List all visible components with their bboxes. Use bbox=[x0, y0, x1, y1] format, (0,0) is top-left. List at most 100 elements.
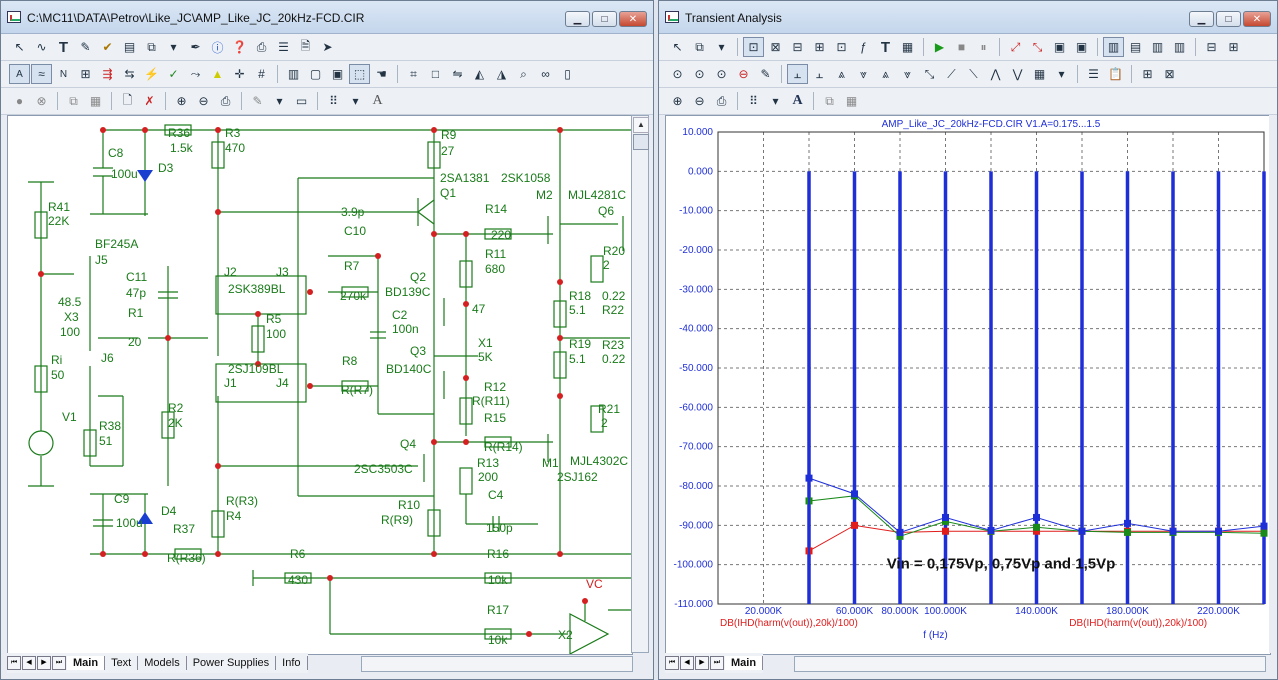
schematic-label[interactable]: R18 bbox=[569, 289, 592, 303]
schematic-label[interactable]: C8 bbox=[108, 146, 124, 160]
schematic-label[interactable]: X3 bbox=[64, 310, 79, 324]
text-icon[interactable]: T bbox=[880, 38, 891, 56]
schematic-label[interactable]: 2SJ109BL bbox=[228, 362, 284, 376]
schematic-label[interactable]: R3 bbox=[225, 126, 241, 140]
panel-icon-2[interactable]: ▤ bbox=[1129, 40, 1142, 54]
schematic-label[interactable]: 1.5k bbox=[170, 141, 193, 155]
tab-info[interactable]: Info bbox=[276, 656, 308, 670]
pause-icon[interactable]: ⏸ bbox=[980, 39, 987, 54]
schematic-label[interactable]: R(R3) bbox=[226, 494, 258, 508]
stop-icon[interactable]: ■ bbox=[957, 40, 966, 54]
schematic-label[interactable]: 22K bbox=[48, 214, 70, 228]
zoom-in-icon[interactable]: ⊕ bbox=[672, 94, 683, 108]
schematic-label[interactable]: 2SK1058 bbox=[501, 171, 551, 185]
mirror-icon-2[interactable]: ◮ bbox=[496, 67, 507, 81]
schematic-label[interactable]: D3 bbox=[158, 161, 174, 175]
document-icon[interactable]: 🗎 bbox=[300, 38, 311, 53]
schematic-label[interactable]: 48.5 bbox=[58, 295, 82, 309]
bottom-icon[interactable]: ⋁ bbox=[1012, 67, 1023, 81]
schematic-label[interactable]: 100 bbox=[60, 325, 81, 339]
schematic-label[interactable]: R10 bbox=[398, 498, 421, 512]
schematic-label[interactable]: R8 bbox=[342, 354, 358, 368]
schematic-label[interactable]: C4 bbox=[488, 488, 504, 502]
schematic-label[interactable]: J5 bbox=[95, 253, 108, 267]
zoom-x-icon[interactable]: ⊙ bbox=[694, 67, 705, 81]
schematic-horizontal-scrollbar[interactable] bbox=[361, 656, 633, 672]
pen-icon-2[interactable]: ✎ bbox=[252, 94, 263, 108]
scale-icon-2[interactable]: ⊠ bbox=[770, 40, 781, 54]
schematic-label[interactable]: R15 bbox=[484, 411, 507, 425]
schematic-label[interactable]: J3 bbox=[276, 265, 289, 279]
new-icon[interactable]: 🗋 bbox=[122, 92, 133, 107]
panel-icon-3[interactable]: ▥ bbox=[1151, 40, 1164, 54]
schematic-label[interactable]: BD139C bbox=[385, 285, 431, 299]
analysis-minimize-button[interactable]: ▁ bbox=[1189, 11, 1214, 27]
component-icon[interactable]: ⊞ bbox=[80, 67, 91, 81]
schematic-label[interactable]: 100n bbox=[392, 322, 419, 336]
copy-icon-2[interactable]: ⧉ bbox=[69, 93, 78, 108]
schematic-label[interactable]: J6 bbox=[101, 351, 114, 365]
flip-icon[interactable]: ⇋ bbox=[452, 67, 463, 81]
cursor-icon-1[interactable]: ⫠ bbox=[787, 64, 808, 84]
grid-icon[interactable]: ⠿ bbox=[749, 94, 758, 108]
schematic-label[interactable]: R9 bbox=[441, 128, 457, 142]
paste-icon[interactable]: ▦ bbox=[89, 94, 102, 108]
pointer-icon[interactable]: ↖ bbox=[14, 40, 25, 54]
dropdown-icon-3[interactable]: ▾ bbox=[352, 94, 359, 108]
schematic-label[interactable]: R(R36) bbox=[167, 551, 206, 565]
schematic-label[interactable]: Q1 bbox=[440, 186, 457, 200]
schematic-label[interactable]: R1 bbox=[128, 306, 144, 320]
schematic-label[interactable]: J1 bbox=[224, 376, 237, 390]
clipboard-icon[interactable]: 📋 bbox=[1108, 67, 1123, 81]
schematic-label[interactable]: M1 bbox=[542, 456, 559, 470]
schematic-label[interactable]: BF245A bbox=[95, 237, 139, 251]
next-tab-icon[interactable]: ▶ bbox=[695, 656, 709, 670]
copy-icon[interactable]: ⧉ bbox=[147, 39, 156, 54]
schematic-label[interactable]: R12 bbox=[484, 380, 507, 394]
panel-icon-1[interactable]: ▥ bbox=[287, 67, 300, 81]
check-icon[interactable]: ✔ bbox=[102, 40, 113, 54]
schematic-label[interactable]: R14 bbox=[485, 202, 508, 216]
wave-icon[interactable]: ≈ bbox=[31, 64, 52, 84]
schematic-label[interactable]: 5.1 bbox=[569, 303, 586, 317]
plus-icon[interactable]: ✛ bbox=[234, 67, 245, 81]
dropdown-icon[interactable]: ▾ bbox=[170, 40, 177, 54]
scale-icon-5[interactable]: ⊡ bbox=[836, 40, 847, 54]
function-icon[interactable]: ƒ bbox=[860, 40, 867, 54]
page-icon[interactable]: ▯ bbox=[564, 67, 571, 81]
stepping-icon-2[interactable]: ⤡ bbox=[1032, 39, 1043, 54]
font-icon[interactable]: A bbox=[372, 93, 383, 108]
schematic-label[interactable]: R2 bbox=[168, 401, 184, 415]
schematic-label[interactable]: 2SA1381 bbox=[440, 171, 490, 185]
hand-icon[interactable]: ☚ bbox=[376, 67, 387, 81]
schematic-label[interactable]: R17 bbox=[487, 603, 510, 617]
node-number-icon[interactable]: N bbox=[59, 68, 68, 80]
panel-icon[interactable]: ▥ bbox=[1103, 37, 1124, 57]
stepping-icon[interactable]: ⤢ bbox=[1010, 39, 1021, 54]
schematic-label[interactable]: R7 bbox=[344, 259, 360, 273]
schematic-label[interactable]: R22 bbox=[602, 303, 625, 317]
schematic-label[interactable]: R19 bbox=[569, 337, 592, 351]
last-tab-icon[interactable]: ⏭ bbox=[52, 656, 66, 670]
binoculars-icon[interactable]: ∞ bbox=[541, 67, 550, 81]
copy-icon-2[interactable]: ⧉ bbox=[825, 93, 834, 108]
tab-power-supplies[interactable]: Power Supplies bbox=[187, 656, 277, 670]
delete-icon[interactable]: ✗ bbox=[144, 94, 155, 108]
print-icon[interactable]: ⎙ bbox=[256, 39, 267, 54]
tab-models[interactable]: Models bbox=[138, 656, 187, 670]
grid-icon[interactable]: ▤ bbox=[123, 40, 136, 54]
schematic-label[interactable]: Ri bbox=[51, 353, 63, 367]
schematic-label[interactable]: 51 bbox=[99, 434, 113, 448]
schematic-vertical-scrollbar[interactable]: ▲ bbox=[631, 115, 649, 653]
dropdown-icon-4[interactable]: ▾ bbox=[1058, 67, 1065, 81]
schematic-label[interactable]: Q6 bbox=[598, 204, 615, 218]
schematic-label[interactable]: 0.22 bbox=[602, 352, 626, 366]
schematic-label[interactable]: C2 bbox=[392, 308, 408, 322]
info-icon[interactable]: ⓘ bbox=[211, 40, 224, 55]
schematic-label[interactable]: X2 bbox=[558, 628, 573, 642]
analysis-close-button[interactable]: ✕ bbox=[1243, 11, 1271, 27]
dropdown-icon-2[interactable]: ▾ bbox=[276, 94, 283, 108]
inflection-icon[interactable]: ⤡ bbox=[924, 66, 935, 81]
prev-tab-icon[interactable]: ◀ bbox=[680, 656, 694, 670]
